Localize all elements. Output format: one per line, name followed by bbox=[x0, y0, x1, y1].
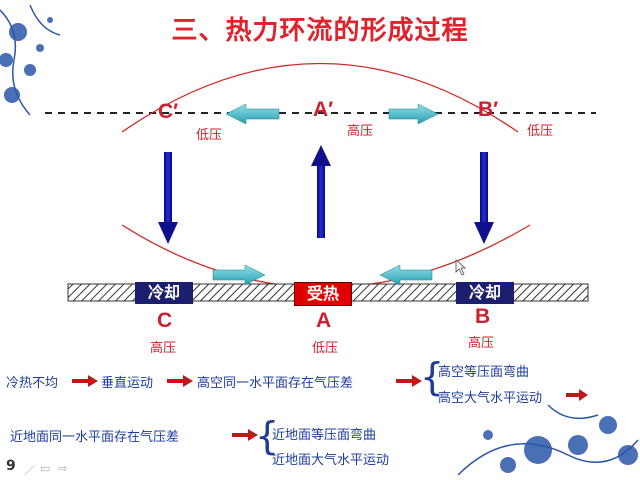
flow-step-upper-pressure-difference: 高空同一水平面存在气压差 bbox=[197, 376, 354, 391]
ground-pressure-b: 高压 bbox=[468, 336, 495, 351]
ground-point-a: A bbox=[316, 309, 332, 332]
lower-isobar-curve bbox=[121, 224, 531, 289]
flow-arrow-icon bbox=[72, 375, 98, 387]
upper-point-b: B′ bbox=[478, 98, 499, 121]
flow-branch-ground-horizontal-motion: 近地面大气水平运动 bbox=[272, 453, 390, 468]
page-number: 9 bbox=[6, 458, 16, 474]
ground-point-b: B bbox=[475, 305, 491, 328]
flow-step-vertical-motion: 垂直运动 bbox=[101, 376, 154, 391]
upper-right-flow-arrow bbox=[388, 103, 439, 125]
ground-pressure-c: 高压 bbox=[150, 341, 177, 356]
upper-left-flow-arrow bbox=[225, 103, 280, 125]
descending-arrow-c bbox=[158, 152, 178, 244]
flow-branch-upper-isobar-bending: 高空等压面弯曲 bbox=[438, 365, 530, 380]
upper-pressure-c: 低压 bbox=[196, 128, 223, 143]
ground-box-cold-b: 冷却 bbox=[456, 282, 514, 304]
upper-pressure-a: 高压 bbox=[347, 124, 374, 139]
ground-box-hot-a: 受热 bbox=[294, 282, 352, 306]
ground-box-cold-c: 冷却 bbox=[135, 282, 193, 304]
brace-icon: { bbox=[420, 355, 445, 399]
flow-arrow-icon bbox=[396, 375, 422, 387]
menu-icon[interactable]: ▭ bbox=[40, 462, 51, 475]
lower-left-flow-arrow bbox=[212, 264, 266, 286]
ground-pressure-a: 低压 bbox=[312, 341, 339, 356]
flow-arrow-icon bbox=[566, 389, 588, 401]
upper-isobar-curve bbox=[121, 62, 519, 133]
corner-flower-decoration-top-left bbox=[0, 4, 61, 116]
pen-tool-icon[interactable]: ／ bbox=[24, 464, 35, 477]
descending-arrow-b bbox=[474, 152, 494, 244]
flow-step-ground-pressure-difference: 近地面同一水平面存在气压差 bbox=[10, 430, 180, 445]
flow-branch-ground-isobar-bending: 近地面等压面弯曲 bbox=[272, 428, 377, 443]
upper-pressure-b: 低压 bbox=[527, 124, 554, 139]
brace-icon: { bbox=[255, 414, 280, 458]
flow-arrow-icon bbox=[167, 375, 193, 387]
flow-arrow-icon bbox=[232, 429, 258, 441]
flow-step-uneven-heating: 冷热不均 bbox=[6, 376, 59, 391]
flow-branch-upper-horizontal-motion: 高空大气水平运动 bbox=[438, 391, 543, 406]
lower-right-flow-arrow bbox=[379, 264, 433, 286]
ground-point-c: C bbox=[157, 309, 173, 332]
upper-point-c: C′ bbox=[158, 100, 179, 123]
slide-title: 三、热力环流的形成过程 bbox=[171, 16, 469, 46]
next-slide-icon[interactable]: ⇨ bbox=[58, 462, 68, 475]
corner-flower-decoration-bottom-right bbox=[457, 404, 639, 476]
upper-point-a: A′ bbox=[313, 98, 334, 121]
mouse-cursor-icon bbox=[455, 259, 467, 276]
ascending-arrow-a bbox=[311, 145, 331, 238]
